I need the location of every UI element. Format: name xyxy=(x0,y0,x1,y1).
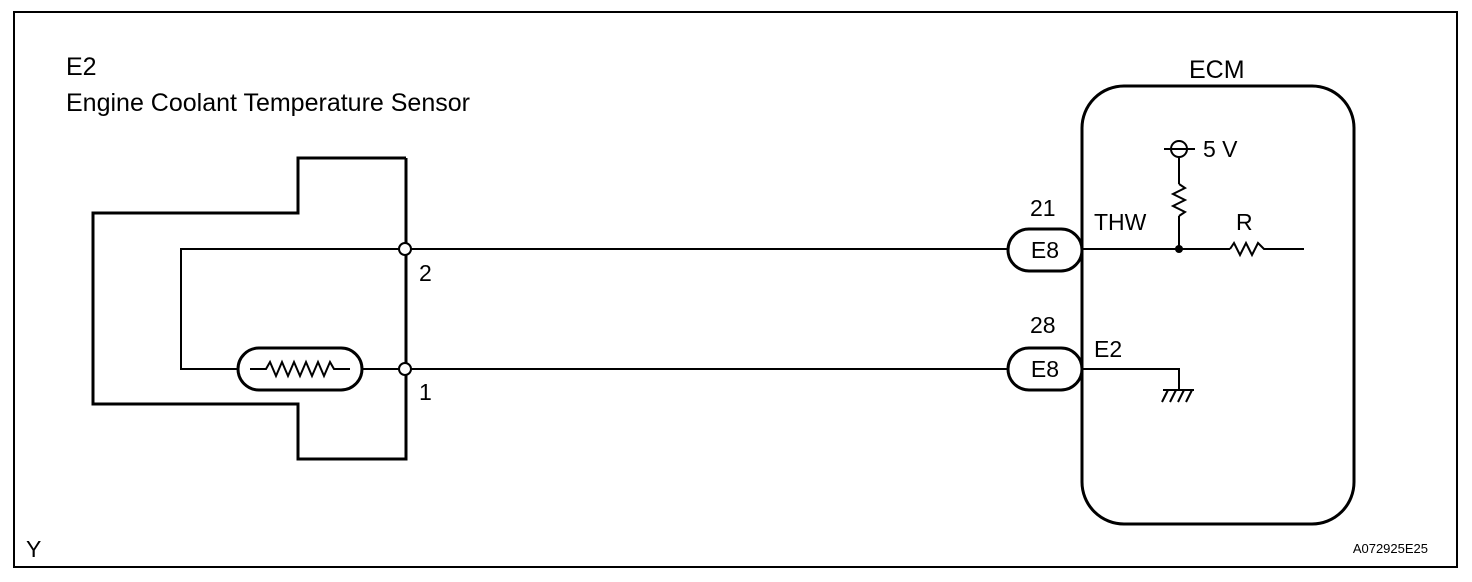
figure-id: A072925E25 xyxy=(1353,541,1428,556)
terminal-2-label: 2 xyxy=(419,260,432,286)
ecm-box xyxy=(1080,84,1356,526)
sensor-name-label: Engine Coolant Temperature Sensor xyxy=(66,89,470,117)
connector-pin-21: 21 xyxy=(1030,195,1056,221)
connector-pin-28: 28 xyxy=(1030,312,1056,338)
resistor-r-label: R xyxy=(1236,209,1253,235)
ecm-title: ECM xyxy=(1189,56,1245,84)
ground-icon xyxy=(1161,389,1194,403)
pullup-resistor-icon xyxy=(1170,157,1188,249)
footer-y-mark: Y xyxy=(26,536,41,562)
terminal-1-label: 1 xyxy=(419,379,432,405)
ecm-ground-wire xyxy=(1082,368,1180,390)
connector-code-e2: E8 xyxy=(1031,356,1059,382)
terminal-1 xyxy=(398,362,412,376)
ecm-e2-label: E2 xyxy=(1094,336,1122,362)
supply-5v-icon xyxy=(1164,140,1195,158)
thermistor-icon xyxy=(236,346,364,392)
sensor-housing xyxy=(91,156,408,461)
terminal-2 xyxy=(398,242,412,256)
sensor-code-label: E2 xyxy=(66,53,97,81)
connector-code-thw: E8 xyxy=(1031,237,1059,263)
resistor-r-icon xyxy=(1229,240,1304,258)
supply-voltage-label: 5 V xyxy=(1203,136,1238,162)
diagram-frame xyxy=(13,11,1458,568)
sensor-internal-wire xyxy=(180,248,406,370)
thw-label: THW xyxy=(1094,209,1147,235)
